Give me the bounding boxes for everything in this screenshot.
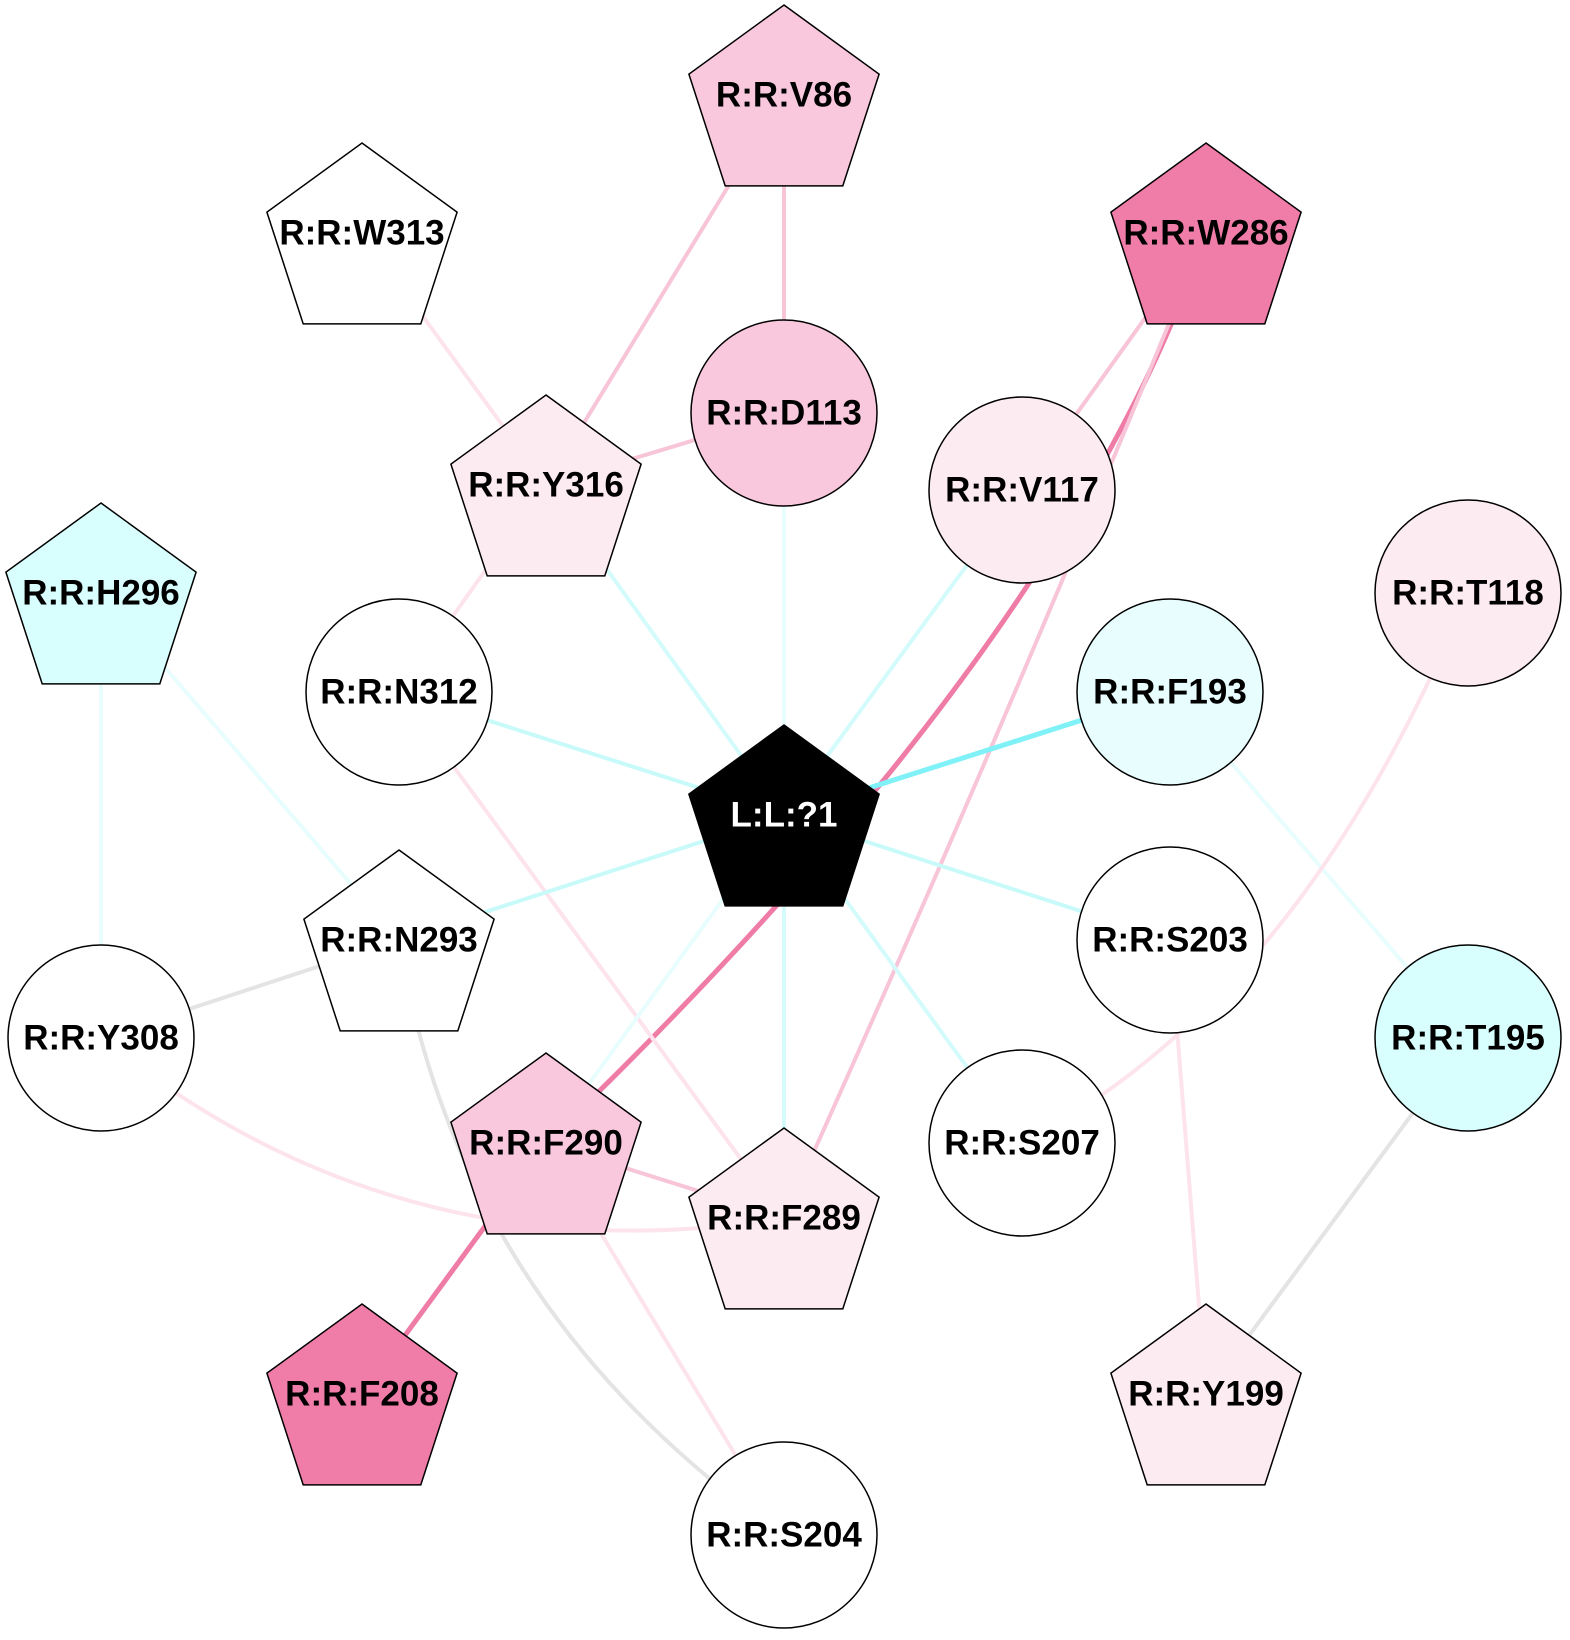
circle-shape [928, 396, 1116, 584]
circle-shape [7, 944, 195, 1132]
node-s203: R:R:S203 [1076, 846, 1264, 1034]
pentagon-shape [266, 142, 458, 325]
edge-w286-f289 [782, 232, 1208, 1219]
circle-shape [305, 598, 493, 786]
pentagon-shape [303, 849, 495, 1032]
pentagon-shape [1110, 1303, 1302, 1486]
circle-shape [1076, 598, 1264, 786]
node-y316: R:R:Y316 [450, 394, 642, 577]
pentagon-shape [266, 1303, 458, 1486]
circle-shape [1374, 944, 1562, 1132]
node-f289: R:R:F289 [688, 1127, 880, 1310]
node-s207: R:R:S207 [928, 1049, 1116, 1237]
node-label: R:R:D113 [706, 394, 862, 433]
node-label: R:R:S203 [1092, 921, 1248, 960]
node-label: R:R:Y316 [468, 466, 624, 505]
node-label: R:R:T118 [1392, 574, 1544, 613]
node-label: R:R:F289 [707, 1199, 861, 1238]
pentagon-shape [450, 394, 642, 577]
node-y199: R:R:Y199 [1110, 1303, 1302, 1486]
node-t195: R:R:T195 [1374, 944, 1562, 1132]
pentagon-shape [1110, 142, 1302, 325]
node-w313: R:R:W313 [266, 142, 458, 325]
edge-n312-f289 [397, 690, 786, 1220]
node-h296: R:R:H296 [5, 502, 197, 685]
circle-shape [1374, 499, 1562, 687]
node-label: R:R:V86 [716, 76, 852, 115]
node-label: R:R:W286 [1123, 214, 1288, 253]
node-d113: R:R:D113 [690, 319, 878, 507]
node-label: R:R:N312 [320, 673, 478, 712]
node-label: R:R:F290 [469, 1124, 623, 1163]
node-v86: R:R:V86 [688, 4, 880, 187]
node-label: R:R:S204 [706, 1516, 862, 1555]
node-t118: R:R:T118 [1374, 499, 1562, 687]
node-f208: R:R:F208 [266, 1303, 458, 1486]
pentagon-shape [5, 502, 197, 685]
node-label: R:R:F208 [285, 1375, 439, 1414]
node-label: R:R:Y308 [23, 1019, 179, 1058]
circle-shape [690, 319, 878, 507]
circle-shape [928, 1049, 1116, 1237]
node-label: R:R:H296 [22, 574, 180, 613]
node-w286: R:R:W286 [1110, 142, 1302, 325]
node-label: R:R:F193 [1093, 673, 1247, 712]
pentagon-shape [688, 4, 880, 187]
edge-n293-s204 [397, 939, 786, 1537]
edge-y308-f289 [99, 1036, 785, 1233]
node-y308: R:R:Y308 [7, 944, 195, 1132]
node-f193: R:R:F193 [1076, 598, 1264, 786]
node-label: L:L:?1 [731, 796, 838, 835]
node-n312: R:R:N312 [305, 598, 493, 786]
node-n293: R:R:N293 [303, 849, 495, 1032]
circle-shape [690, 1441, 878, 1629]
node-label: R:R:V117 [945, 471, 1099, 510]
pentagon-shape [688, 1127, 880, 1310]
node-label: R:R:N293 [320, 921, 478, 960]
node-label: R:R:S207 [944, 1124, 1100, 1163]
node-label: R:R:Y199 [1128, 1375, 1284, 1414]
node-label: R:R:T195 [1391, 1019, 1545, 1058]
pentagon-shape [450, 1052, 642, 1235]
node-f290: R:R:F290 [450, 1052, 642, 1235]
circle-shape [1076, 846, 1264, 1034]
node-label: R:R:W313 [279, 214, 444, 253]
pentagon-shape [688, 724, 880, 907]
node-l1: L:L:?1 [688, 724, 880, 907]
node-s204: R:R:S204 [690, 1441, 878, 1629]
node-v117: R:R:V117 [928, 396, 1116, 584]
